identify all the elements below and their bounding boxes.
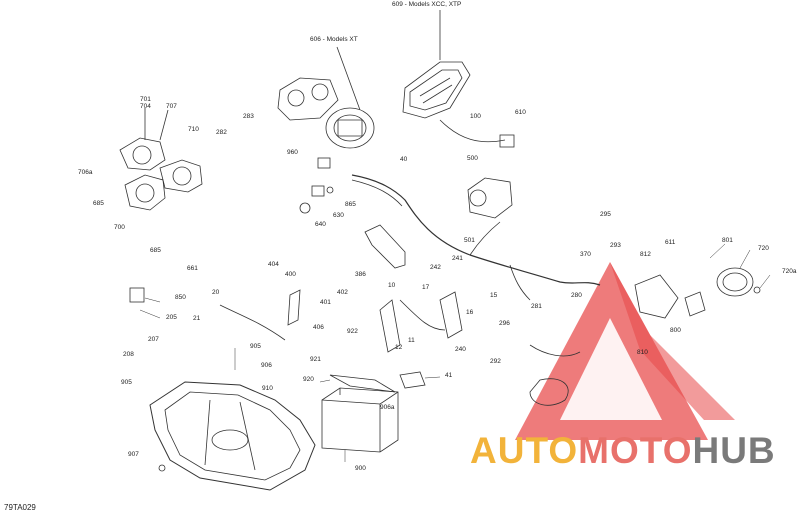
callout-100: 100 <box>470 113 481 120</box>
callout-610: 610 <box>515 109 526 116</box>
callout-400: 400 <box>285 271 296 278</box>
callout-16: 16 <box>466 309 474 316</box>
callout-640: 640 <box>315 221 326 228</box>
callout-17: 17 <box>422 284 430 291</box>
callout-404: 404 <box>268 261 279 268</box>
callout-401: 401 <box>320 299 331 306</box>
callout-900: 900 <box>355 465 366 472</box>
callout-281: 281 <box>531 303 542 310</box>
callout-906a: 906a <box>380 404 395 411</box>
callout-282: 282 <box>216 129 227 136</box>
callout-20: 20 <box>212 289 220 296</box>
leader-lines <box>139 243 771 462</box>
callout-907: 907 <box>128 451 139 458</box>
callout-207: 207 <box>148 336 159 343</box>
callout-865: 865 <box>345 201 356 208</box>
callout-630: 630 <box>333 212 344 219</box>
gauge-cluster-609 <box>402 10 471 119</box>
harness-10 <box>379 291 463 353</box>
callout-283: 283 <box>243 113 254 120</box>
gauge-606 <box>277 46 375 149</box>
diagram-code: 79TA029 <box>4 503 36 512</box>
callout-710: 710 <box>188 126 199 133</box>
callout-706a: 706a <box>78 169 93 176</box>
switch-cluster <box>299 157 334 214</box>
callout-241: 241 <box>452 255 463 262</box>
callout-906: 906 <box>261 362 272 369</box>
watermark-hub: HUB <box>692 430 776 471</box>
main-harness <box>351 174 601 301</box>
callout-10: 10 <box>388 282 396 289</box>
right-lights <box>529 267 761 406</box>
callout-240: 240 <box>455 346 466 353</box>
callout-611: 611 <box>665 239 676 246</box>
battery-900 <box>321 371 426 453</box>
callout-370: 370 <box>580 251 591 258</box>
callout-700: 700 <box>114 224 125 231</box>
callout-707: 707 <box>166 103 177 110</box>
callout-905-top: 905 <box>250 343 261 350</box>
callout-11: 11 <box>408 337 415 344</box>
callout-606: 606 - Models XT <box>310 36 358 43</box>
watermark-auto: AUTO <box>470 430 579 471</box>
callout-685a: 685 <box>93 200 104 207</box>
callout-280: 280 <box>571 292 582 299</box>
callout-609: 609 - Models XCC, XTP <box>392 1 462 8</box>
callout-208: 208 <box>123 351 134 358</box>
callout-920: 920 <box>303 376 314 383</box>
callout-293: 293 <box>610 242 621 249</box>
callout-921: 921 <box>310 356 321 363</box>
callout-292: 292 <box>490 358 501 365</box>
callout-704: 704 <box>140 103 151 110</box>
callout-296: 296 <box>499 320 510 327</box>
callout-500: 500 <box>467 155 478 162</box>
callout-21: 21 <box>193 315 201 322</box>
callout-41: 41 <box>445 372 453 379</box>
bracket-386 <box>364 224 406 269</box>
callout-406: 406 <box>313 324 324 331</box>
callout-800: 800 <box>670 327 681 334</box>
callout-812: 812 <box>640 251 651 258</box>
callout-810: 810 <box>637 349 648 356</box>
callout-15: 15 <box>490 292 498 299</box>
headlights <box>119 108 203 211</box>
callout-402: 402 <box>337 289 348 296</box>
callout-922: 922 <box>347 328 358 335</box>
callout-905: 905 <box>121 379 132 386</box>
callout-661: 661 <box>187 265 198 272</box>
callout-720a: 720a <box>782 268 797 275</box>
callout-720: 720 <box>758 245 769 252</box>
callout-850: 850 <box>175 294 186 301</box>
callout-701: 701 <box>140 96 151 103</box>
callout-501: 501 <box>464 237 475 244</box>
watermark-triangle <box>515 262 735 440</box>
callout-801: 801 <box>722 237 733 244</box>
callout-12: 12 <box>395 344 403 351</box>
callout-685b: 685 <box>150 247 161 254</box>
rear-light-500 <box>439 119 515 219</box>
callout-386: 386 <box>355 271 366 278</box>
callout-40: 40 <box>400 156 408 163</box>
callout-205: 205 <box>166 314 177 321</box>
relay-bracket <box>129 287 301 341</box>
callout-960: 960 <box>287 149 298 156</box>
callout-910: 910 <box>262 385 273 392</box>
watermark-logo: AUTOMOTOHUB <box>470 432 776 469</box>
callout-295: 295 <box>600 211 611 218</box>
callout-242: 242 <box>430 264 441 271</box>
tray-905 <box>149 381 316 491</box>
watermark-moto: MOTO <box>578 430 693 471</box>
